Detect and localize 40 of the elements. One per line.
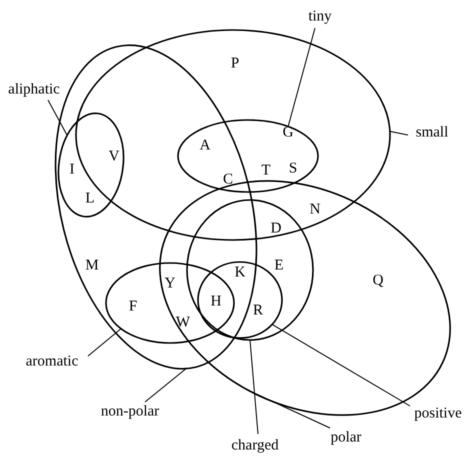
amino-acid-letter: Y bbox=[164, 276, 176, 292]
amino-acid-letter: D bbox=[270, 222, 282, 236]
amino-acid-letter: R bbox=[253, 304, 263, 318]
set-ellipse bbox=[58, 112, 124, 218]
amino-acid-letter: P bbox=[230, 56, 240, 72]
set-ellipse bbox=[105, 262, 235, 344]
amino-acid-letter: F bbox=[128, 300, 138, 314]
set-ellipse bbox=[75, 29, 391, 241]
amino-acid-letter: A bbox=[200, 138, 210, 154]
amino-acid-letter: N bbox=[310, 202, 320, 218]
amino-acid-letter: C bbox=[223, 172, 233, 188]
amino-acid-letter: I bbox=[70, 162, 74, 178]
amino-acid-letter: S bbox=[288, 162, 298, 176]
amino-acid-letter: E bbox=[274, 258, 284, 274]
set-ellipse bbox=[177, 119, 319, 193]
leader-line bbox=[48, 100, 68, 136]
amino-acid-letter: T bbox=[261, 164, 271, 178]
leader-line bbox=[144, 368, 187, 402]
leader-line bbox=[247, 389, 330, 428]
set-label: aromatic bbox=[26, 354, 78, 370]
leader-line bbox=[250, 340, 258, 434]
set-label: small bbox=[416, 126, 448, 140]
set-label: positive bbox=[414, 406, 462, 422]
leader-line bbox=[288, 28, 316, 127]
amino-acid-letter: V bbox=[108, 150, 120, 164]
set-label: polar bbox=[330, 430, 362, 446]
set-label: tiny bbox=[308, 10, 332, 24]
amino-acid-letter: K bbox=[234, 266, 246, 280]
set-label: non-polar bbox=[100, 404, 160, 420]
amino-acid-letter: M bbox=[85, 258, 99, 274]
set-ellipse bbox=[197, 261, 283, 339]
leader-line bbox=[88, 328, 122, 356]
leader-line bbox=[272, 324, 410, 406]
leader-line bbox=[389, 130, 408, 136]
set-label: charged bbox=[231, 438, 279, 454]
amino-acid-letter: H bbox=[210, 294, 222, 310]
amino-acid-letter: L bbox=[85, 192, 95, 206]
amino-acid-letter: W bbox=[176, 316, 190, 330]
amino-acid-letter: Q bbox=[372, 274, 384, 288]
set-label: aliphatic bbox=[8, 82, 60, 98]
